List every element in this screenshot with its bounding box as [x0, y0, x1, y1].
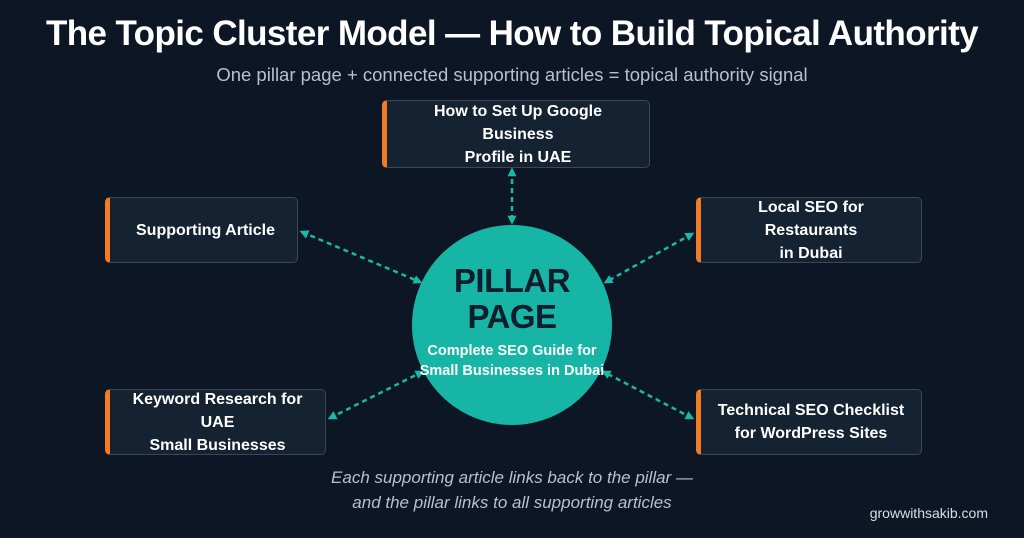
card-bottom-left-line2: Small Businesses [149, 436, 286, 454]
footnote-line1: Each supporting article links back to th… [331, 468, 693, 487]
supporting-article-card-bottom-right: Technical SEO Checklist for WordPress Si… [696, 389, 922, 455]
card-top-line2: Profile in UAE [464, 148, 572, 166]
footnote-line2: and the pillar links to all supporting a… [352, 493, 672, 512]
pillar-page-circle: PILLAR PAGE Complete SEO Guide for Small… [412, 225, 612, 425]
footnote: Each supporting article links back to th… [300, 465, 724, 515]
supporting-article-card-right: Local SEO for Restaurants in Dubai [696, 197, 922, 263]
card-left-line1: Supporting Article [136, 221, 275, 239]
diagram-subtitle: One pillar page + connected supporting a… [216, 64, 808, 85]
pillar-title: PILLAR PAGE [453, 262, 571, 335]
supporting-article-card-bottom-left: Keyword Research for UAE Small Businesse… [105, 389, 326, 455]
connector-right [603, 232, 695, 284]
connector-bottom-left [327, 370, 425, 420]
card-top-line1: How to Set Up Google Business [434, 102, 602, 143]
card-right-line1: Local SEO for Restaurants [758, 198, 864, 239]
card-bottom-right-line2: for WordPress Sites [734, 425, 888, 442]
connector-left [299, 230, 423, 284]
card-bottom-left-line1: Keyword Research for UAE [132, 390, 303, 431]
connector-bottom-right [601, 370, 695, 420]
supporting-article-card-left: Supporting Article [105, 197, 298, 263]
card-bottom-right-line1: Technical SEO Checklist [717, 402, 905, 419]
card-right-line2: in Dubai [779, 244, 843, 262]
pillar-description: Complete SEO Guide for Small Businesses … [420, 341, 605, 381]
supporting-article-card-top: How to Set Up Google Business Profile in… [382, 100, 650, 168]
pillar-desc-line2: Small Businesses in Dubai [419, 363, 605, 379]
diagram-title: The Topic Cluster Model — How to Build T… [45, 14, 979, 53]
watermark: growwithsakib.com [869, 505, 988, 521]
pillar-desc-line1: Complete SEO Guide for [427, 343, 597, 359]
